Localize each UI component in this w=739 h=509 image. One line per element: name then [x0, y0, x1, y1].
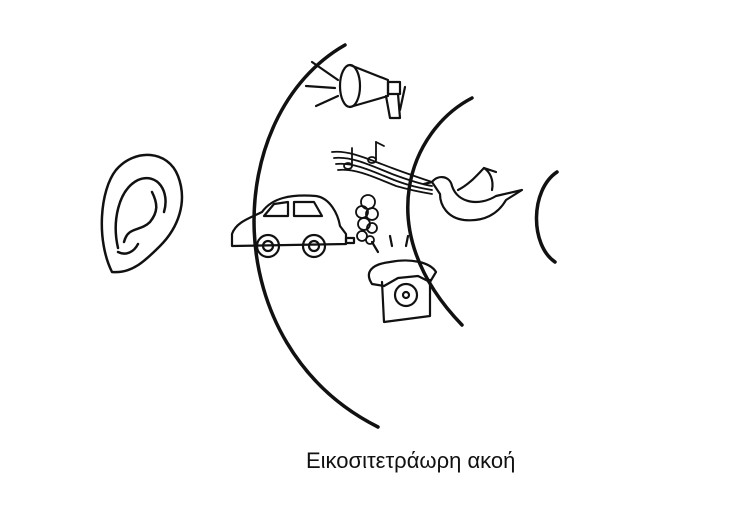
sound-wave-large: [252, 43, 380, 429]
music-notes-icon: [331, 141, 433, 195]
caption: Εικοσιτετράωρη ακοή: [306, 448, 516, 473]
telephone-icon: [367, 234, 438, 324]
ear-icon: [100, 153, 184, 274]
sound-wave-middle: [406, 96, 474, 327]
dove-icon: [422, 166, 524, 222]
sound-wave-right: [534, 170, 559, 264]
exhaust-smoke-icon: [355, 194, 379, 245]
megaphone-icon: [304, 60, 407, 120]
car-icon: [230, 194, 356, 259]
